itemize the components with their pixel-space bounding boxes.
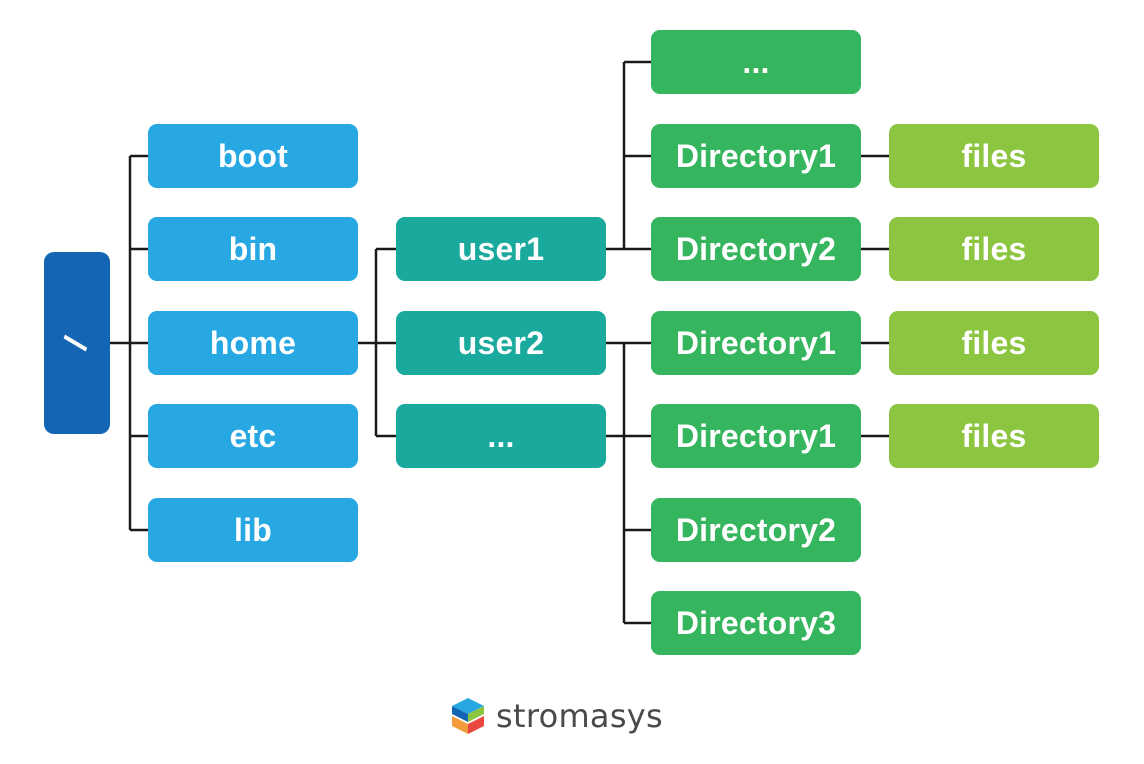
user2-directory2-node: Directory2 [651, 498, 861, 562]
user1-node: user1 [396, 217, 606, 281]
etc-node: etc [148, 404, 358, 468]
files-node: files [889, 217, 1099, 281]
bin-node: bin [148, 217, 358, 281]
brand-name: stromasys [496, 697, 664, 735]
user1-directory1-node: Directory1 [651, 124, 861, 188]
stromasys-logo: stromasys [446, 696, 663, 736]
more-users-node: ... [396, 404, 606, 468]
user2-directory1b-node: Directory1 [651, 404, 861, 468]
files-node: files [889, 124, 1099, 188]
user1-directory2-node: Directory2 [651, 217, 861, 281]
user2-directory1-node: Directory1 [651, 311, 861, 375]
user1-more-dirs-node: ... [651, 30, 861, 94]
lib-node: lib [148, 498, 358, 562]
root-label: / [57, 331, 97, 354]
boot-node: boot [148, 124, 358, 188]
files-node: files [889, 404, 1099, 468]
stromasys-logo-icon [452, 698, 484, 734]
user2-node: user2 [396, 311, 606, 375]
files-node: files [889, 311, 1099, 375]
root-directory-node: / [44, 252, 110, 434]
user2-directory3-node: Directory3 [651, 591, 861, 655]
home-node: home [148, 311, 358, 375]
